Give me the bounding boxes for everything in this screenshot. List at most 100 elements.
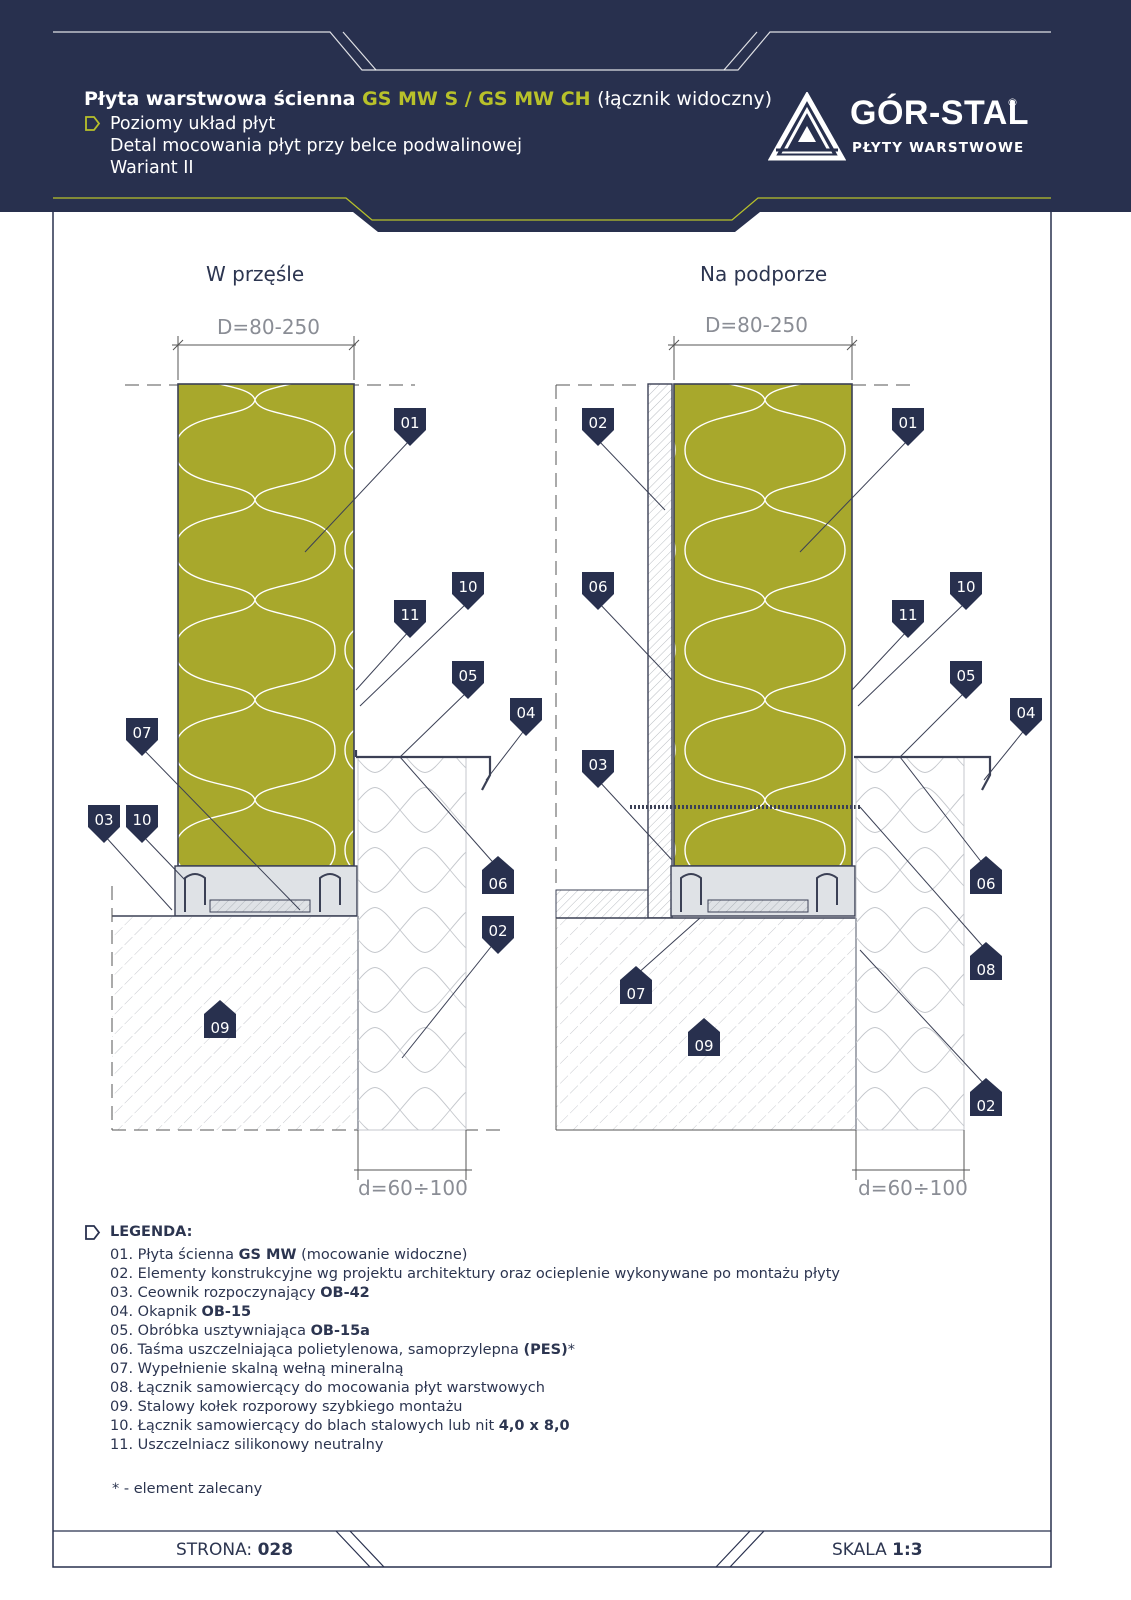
legend: LEGENDA: 01. Płyta ścienna GS MW (mocowa… <box>84 1224 840 1455</box>
footer-scale: SKALA 1:3 <box>832 1540 923 1560</box>
tag-left-02: 02 <box>482 916 514 954</box>
legend-heading: LEGENDA: <box>84 1224 840 1240</box>
dim-line-bottom-left <box>354 1130 472 1180</box>
svg-text:05: 05 <box>956 667 975 685</box>
sub-line-2: Detal mocowania płyt przy belce podwalin… <box>110 136 522 156</box>
legend-item: 09. Stalowy kołek rozporowy szybkiego mo… <box>110 1399 463 1415</box>
legend-item: 05. Obróbka usztywniająca OB-15a <box>110 1323 370 1339</box>
legend-item: 11. Uszczelniacz silikonowy neutralny <box>110 1437 384 1453</box>
tag-right-05: 05 <box>950 661 982 699</box>
tag-right-01: 01 <box>892 408 924 446</box>
svg-text:10: 10 <box>132 811 151 829</box>
dim-line-top-right <box>668 336 858 380</box>
tag-right-02a: 02 <box>582 408 614 446</box>
insulation-left <box>354 750 492 1131</box>
dim-bottom-left: d=60÷100 <box>358 1176 468 1200</box>
svg-text:03: 03 <box>94 811 113 829</box>
tag-left-03: 03 <box>88 805 120 843</box>
logo-registered-mark: ® <box>1007 96 1018 109</box>
dim-line-bottom-right <box>852 1130 970 1180</box>
tag-right-03: 03 <box>582 750 614 788</box>
legend-note: * - element zalecany <box>112 1481 263 1497</box>
view-title-right: Na podporze <box>700 262 828 286</box>
svg-text:06: 06 <box>488 875 507 893</box>
svg-text:08: 08 <box>976 961 995 979</box>
panel-right <box>630 383 862 917</box>
legend-item: 10. Łącznik samowiercący do blach stalow… <box>110 1418 570 1434</box>
tag-left-10a: 10 <box>452 572 484 610</box>
gorstal-logo: GÓR-STAL ® PŁYTY WARSTWOWE <box>768 92 1030 164</box>
tag-right-04: 04 <box>1010 698 1042 736</box>
logo-tagline: PŁYTY WARSTWOWE <box>852 140 1025 156</box>
insulation-right <box>854 755 992 1131</box>
svg-text:02: 02 <box>588 414 607 432</box>
legend-item: 07. Wypełnienie skalną wełną mineralną <box>110 1361 404 1377</box>
dim-bottom-right: d=60÷100 <box>858 1176 968 1200</box>
svg-text:11: 11 <box>898 606 917 624</box>
logo-triangle-icon <box>768 92 846 161</box>
title-prefix: Płyta warstwowa ścienna <box>84 88 356 110</box>
leader-lines <box>103 439 1027 1087</box>
svg-text:09: 09 <box>210 1019 229 1037</box>
svg-text:02: 02 <box>488 922 507 940</box>
foundation-right <box>555 889 960 1131</box>
callout-tags: 01 10 11 05 04 07 03 10 06 02 09 02 01 0… <box>88 408 1042 1116</box>
legend-item: 08. Łącznik samowiercący do mocowania pł… <box>110 1380 545 1396</box>
header-band <box>0 0 1131 212</box>
svg-text:10: 10 <box>458 578 477 596</box>
tag-left-01: 01 <box>394 408 426 446</box>
svg-text:02: 02 <box>976 1097 995 1115</box>
sub-line-1: Poziomy układ płyt <box>84 113 772 135</box>
svg-text:01: 01 <box>400 414 419 432</box>
footer-page: STRONA: 028 <box>176 1540 294 1560</box>
tag-left-07: 07 <box>126 718 158 756</box>
panel-left <box>174 383 358 917</box>
tag-right-07: 07 <box>620 966 652 1004</box>
dim-top-left: D=80-250 <box>217 315 320 339</box>
steel-support <box>647 383 673 919</box>
tag-left-05: 05 <box>452 661 484 699</box>
legend-item: 03. Ceownik rozpoczynający OB-42 <box>110 1285 370 1301</box>
tag-left-11: 11 <box>394 600 426 638</box>
svg-text:10: 10 <box>956 578 975 596</box>
view-title-left: W przęśle <box>206 262 305 286</box>
svg-text:07: 07 <box>132 724 151 742</box>
tag-right-08: 08 <box>970 942 1002 980</box>
tag-right-02b: 02 <box>970 1078 1002 1116</box>
svg-text:07: 07 <box>626 985 645 1003</box>
dim-top-right: D=80-250 <box>705 313 808 337</box>
tag-right-06a: 06 <box>582 572 614 610</box>
arrow-pointer-icon <box>85 1225 101 1240</box>
svg-text:03: 03 <box>588 756 607 774</box>
tag-right-10: 10 <box>950 572 982 610</box>
legend-item: 01. Płyta ścienna GS MW (mocowanie widoc… <box>110 1247 468 1263</box>
tag-right-11: 11 <box>892 600 924 638</box>
svg-text:04: 04 <box>1016 704 1035 722</box>
title-codes: GS MW S / GS MW CH <box>362 88 591 110</box>
tag-left-06: 06 <box>482 856 514 894</box>
tag-left-04: 04 <box>510 698 542 736</box>
svg-text:09: 09 <box>694 1037 713 1055</box>
tag-right-06b: 06 <box>970 856 1002 894</box>
svg-text:05: 05 <box>458 667 477 685</box>
title-suffix: (łącznik widoczny) <box>597 88 773 110</box>
svg-text:06: 06 <box>976 875 995 893</box>
svg-text:01: 01 <box>898 414 917 432</box>
svg-text:04: 04 <box>516 704 535 722</box>
legend-item: 04. Okapnik OB-15 <box>110 1304 252 1320</box>
logo-name: GÓR-STAL <box>850 94 1030 132</box>
legend-item: 06. Taśma uszczelniająca polietylenowa, … <box>110 1342 575 1358</box>
dim-line-top-left <box>172 336 360 380</box>
svg-text:06: 06 <box>588 578 607 596</box>
document-title: Płyta warstwowa ścienna GS MW S / GS MW … <box>84 86 772 113</box>
tag-left-10b: 10 <box>126 805 158 843</box>
svg-text:11: 11 <box>400 606 419 624</box>
legend-list: 01. Płyta ścienna GS MW (mocowanie widoc… <box>84 1246 840 1455</box>
tag-right-09: 09 <box>688 1018 720 1056</box>
legend-item: 02. Elementy konstrukcyjne wg projektu a… <box>110 1266 840 1282</box>
header-title-block: Płyta warstwowa ścienna GS MW S / GS MW … <box>84 86 772 179</box>
sub-line-3: Wariant II <box>110 158 194 178</box>
arrow-pointer-icon <box>85 116 101 131</box>
